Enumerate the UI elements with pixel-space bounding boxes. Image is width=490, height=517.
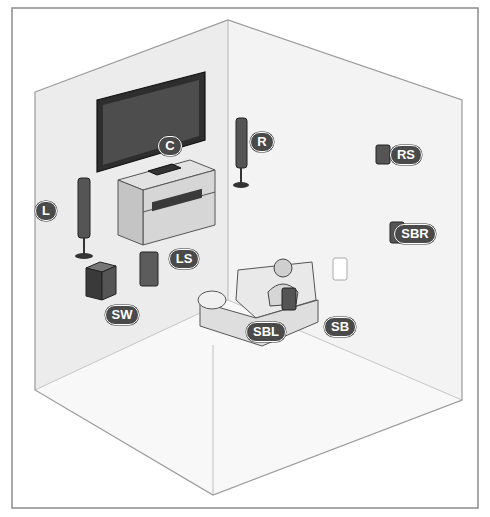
- speaker: [236, 118, 247, 168]
- speaker-label: SBL: [253, 324, 279, 340]
- speaker-badge: SB: [324, 317, 356, 337]
- subwoofer: [102, 266, 116, 300]
- floor: [35, 300, 462, 495]
- speaker-label: RS: [397, 147, 415, 163]
- speaker-badge: R: [250, 132, 273, 152]
- tv: [97, 72, 205, 172]
- speaker-badge: SBR: [394, 224, 435, 244]
- speaker-badge: L: [35, 201, 57, 221]
- front-edge: [213, 345, 214, 495]
- speaker: [282, 288, 296, 310]
- speaker-label: C: [165, 138, 174, 154]
- speaker-stand: [240, 168, 242, 184]
- speaker-stand: [83, 238, 85, 255]
- floor-edge: [35, 300, 228, 390]
- speaker: [78, 178, 90, 238]
- speaker-stand: [233, 182, 249, 188]
- subwoofer: [86, 268, 102, 300]
- tv-stand: [143, 170, 215, 245]
- person: [274, 259, 292, 277]
- speaker-badge: LS: [169, 249, 200, 269]
- receiver: [152, 189, 202, 211]
- speaker: [333, 258, 347, 280]
- speaker-label: SBR: [401, 226, 428, 242]
- tv-screen: [103, 80, 199, 165]
- speaker-badge: C: [158, 136, 181, 156]
- room-outline: [35, 20, 462, 495]
- speaker: [148, 164, 181, 175]
- frame: [12, 8, 478, 508]
- speaker-label: R: [257, 134, 266, 150]
- speaker-stand: [75, 253, 93, 259]
- speaker: [376, 145, 390, 164]
- speaker-label: SB: [331, 319, 349, 335]
- speaker: [140, 252, 158, 286]
- tv-stand: [118, 180, 143, 245]
- speaker-badge: RS: [390, 145, 422, 165]
- speaker-label: SW: [112, 307, 133, 323]
- speaker-badge: SW: [105, 305, 140, 325]
- wall-edge: [228, 20, 229, 300]
- speaker-label: L: [42, 203, 50, 219]
- speaker-badge: SBL: [246, 322, 286, 342]
- speaker-label: LS: [176, 251, 193, 267]
- sofa-arm: [198, 291, 226, 309]
